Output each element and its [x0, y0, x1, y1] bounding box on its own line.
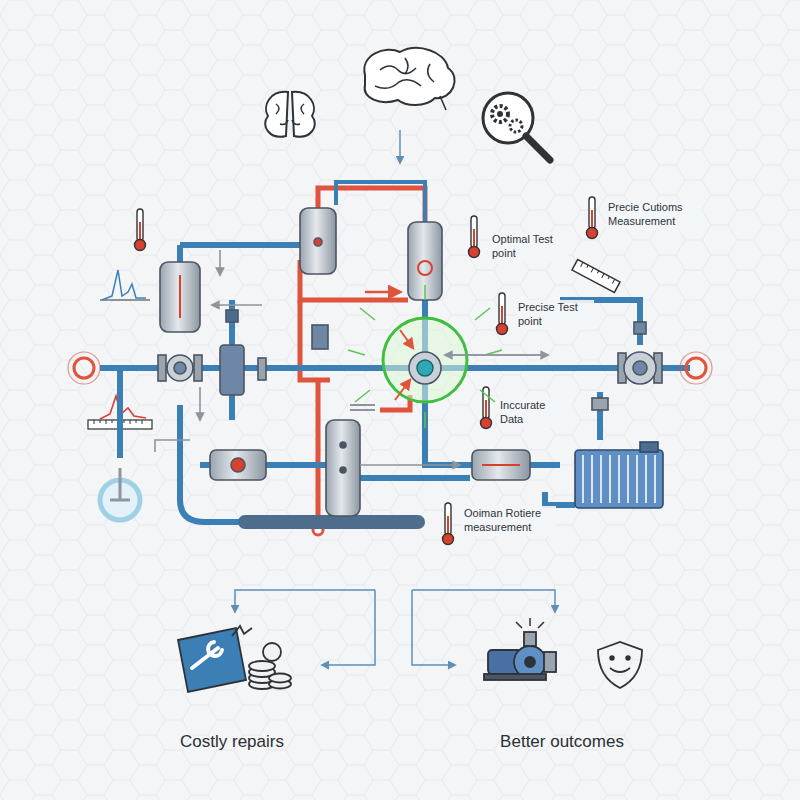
thermometer-icon: [587, 197, 598, 239]
callout-label: Precise Test point: [516, 300, 594, 330]
fin: [600, 455, 602, 503]
pump-icon: [484, 618, 556, 680]
repair-icon: [178, 626, 291, 692]
fin: [627, 455, 629, 503]
fin: [654, 455, 656, 503]
callout-label: Precie Cutioms Measurement: [606, 200, 702, 230]
flow-arrow: [155, 250, 548, 465]
gauge-stem: [110, 468, 130, 500]
outcome-block: Costly repairs: [131, 612, 333, 752]
thermometer-icon: [481, 387, 492, 429]
down-arrow: [399, 130, 401, 163]
thermometer-icon: [135, 209, 146, 251]
callout-label: Ooiman Rotiere measurement: [462, 506, 556, 536]
spike-chart: [100, 270, 150, 300]
fin: [618, 455, 620, 503]
header-pipe: [245, 515, 418, 529]
thermometer-icon: [469, 216, 480, 258]
ruler-icon: [572, 259, 620, 292]
fin: [582, 455, 584, 503]
magnifier-icon: [483, 93, 550, 160]
smile-shield: [598, 642, 642, 688]
cold-pipe: [100, 182, 690, 522]
test-point-highlight: [348, 285, 502, 428]
outcome-caption: Better outcomes: [451, 732, 673, 752]
thermometer-icon: [497, 293, 508, 335]
fin: [591, 455, 593, 503]
brain-icon: [265, 92, 315, 137]
fin: [636, 455, 638, 503]
fin: [645, 455, 647, 503]
heat-exchanger: [575, 442, 663, 508]
brain-icon: [364, 48, 454, 110]
fin: [609, 455, 611, 503]
vessel: [160, 208, 530, 516]
outcome-caption: Costly repairs: [131, 732, 333, 752]
outcome-block: Better outcomes: [451, 612, 673, 752]
callout-label: Inccurate Data: [498, 398, 572, 428]
thermometer-icon: [443, 503, 454, 545]
callout-label: Optimal Test point: [490, 232, 568, 262]
